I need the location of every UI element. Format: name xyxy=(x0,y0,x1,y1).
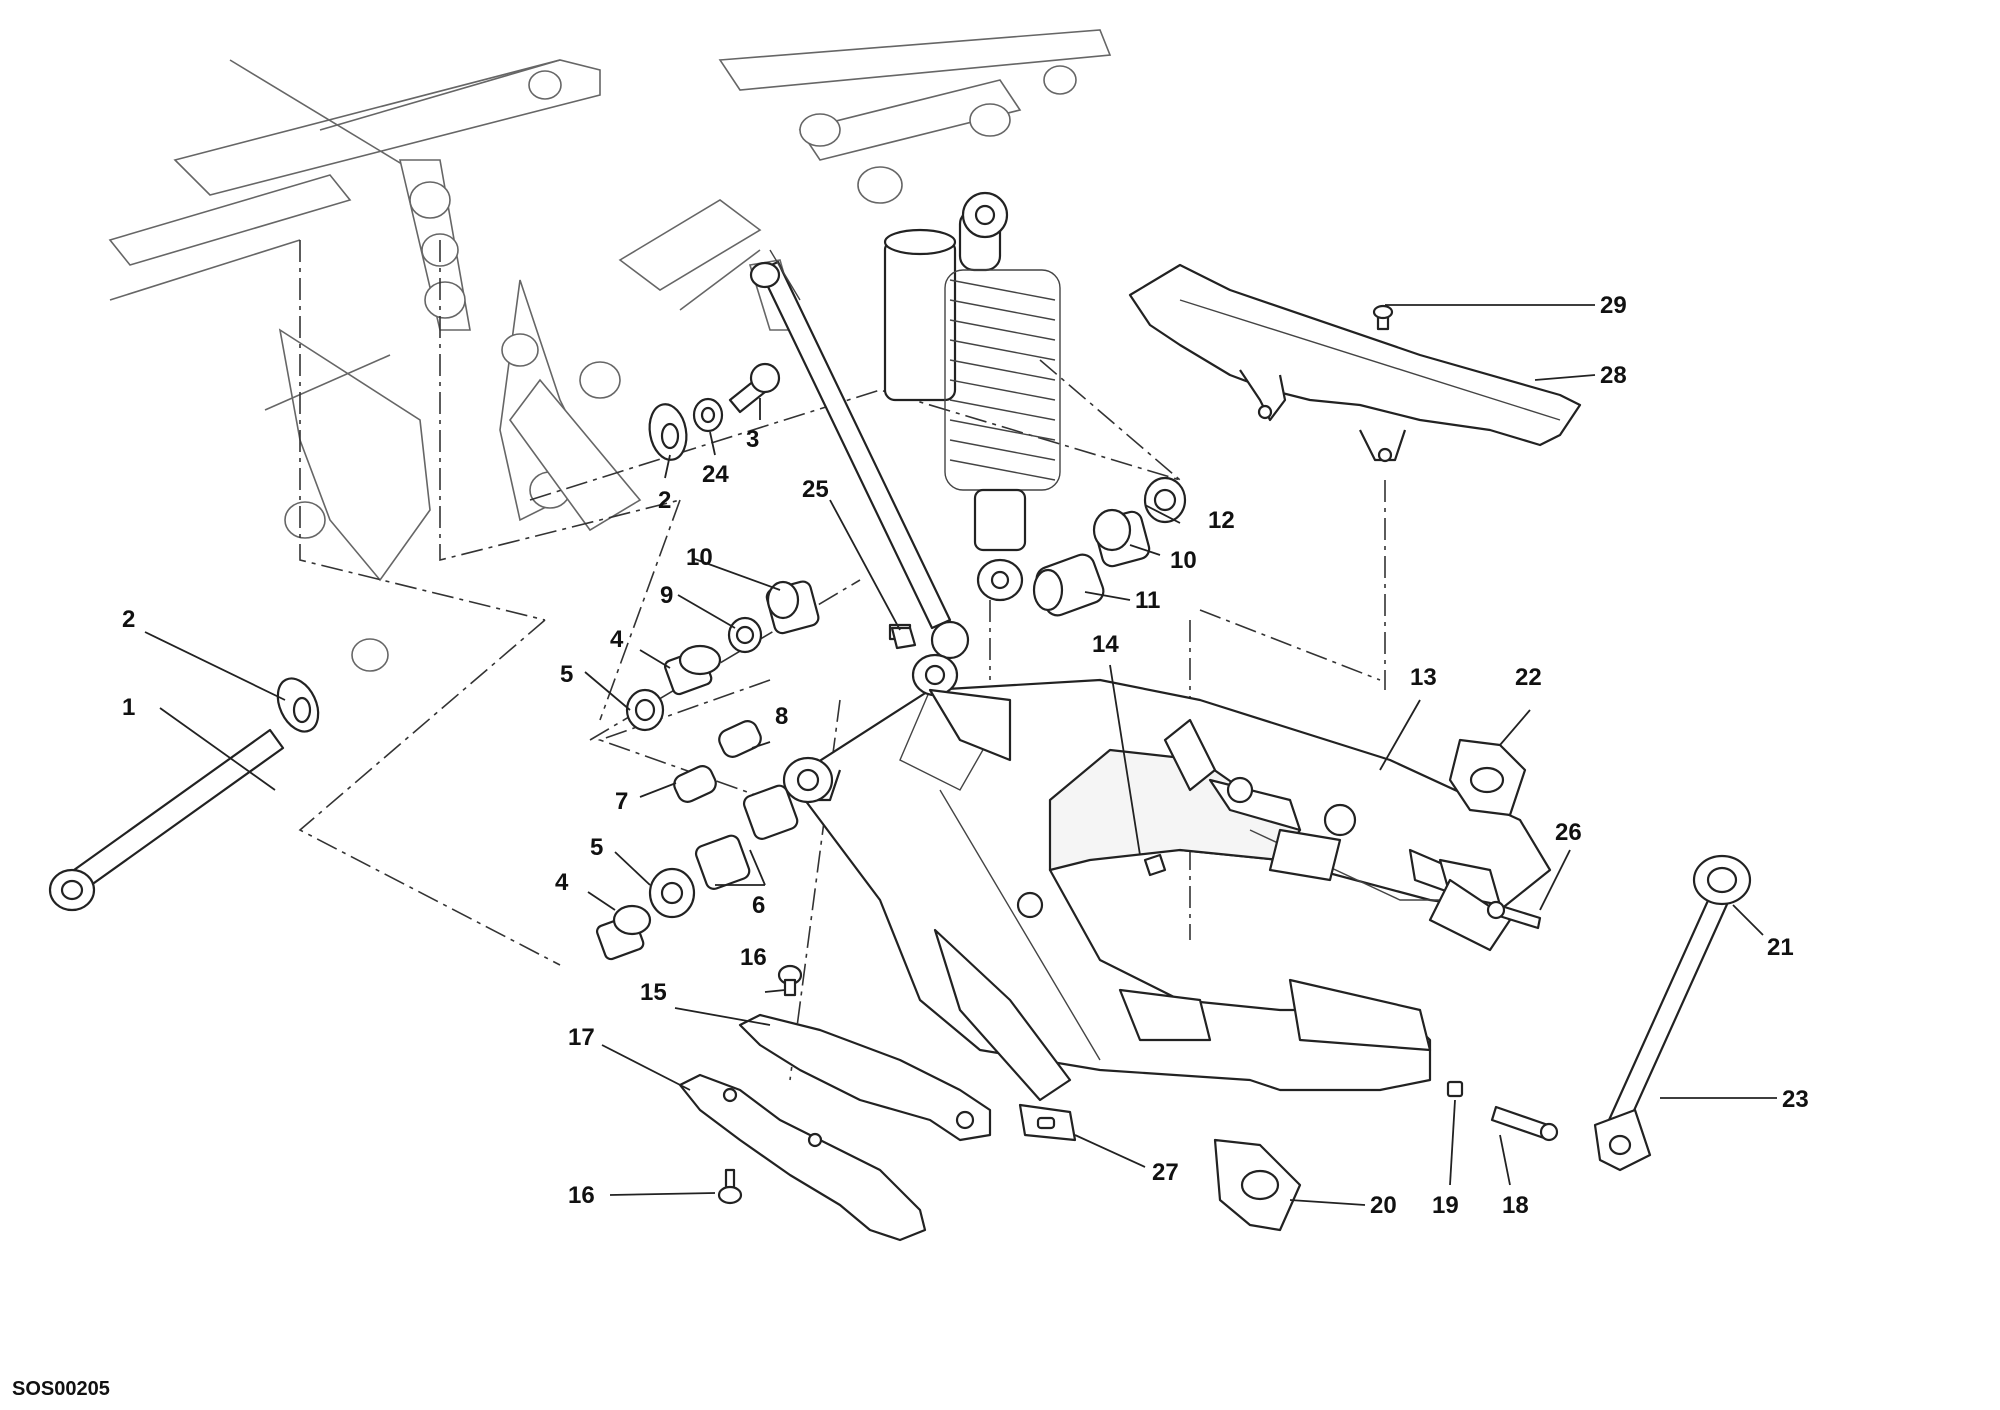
chain-slider-lower xyxy=(678,1073,927,1242)
chain-guard xyxy=(1128,263,1582,463)
callout-labels: 1 2 2 3 4 4 5 5 6 7 8 9 10 10 11 12 13 1… xyxy=(122,292,1809,1219)
leader-lines xyxy=(144,304,1777,1206)
callout-15: 15 xyxy=(640,979,667,1006)
callout-27: 27 xyxy=(1152,1159,1179,1186)
callout-5-upper: 5 xyxy=(560,661,573,688)
tie-rod xyxy=(749,249,970,660)
callout-10-right: 10 xyxy=(1170,547,1197,574)
callout-28: 28 xyxy=(1600,362,1627,389)
callout-17: 17 xyxy=(568,1024,595,1051)
callout-16-upper: 16 xyxy=(740,944,767,971)
callout-12: 12 xyxy=(1208,507,1235,534)
callout-1: 1 xyxy=(122,694,135,721)
bushings xyxy=(276,362,1187,961)
chain-slider-upper xyxy=(738,1013,992,1142)
callout-20: 20 xyxy=(1370,1192,1397,1219)
callout-26: 26 xyxy=(1555,819,1582,846)
callout-5-lower: 5 xyxy=(590,834,603,861)
callout-3: 3 xyxy=(746,426,759,453)
small-parts xyxy=(717,304,1559,1232)
callout-22: 22 xyxy=(1515,664,1542,691)
callout-4-upper: 4 xyxy=(610,626,624,653)
callout-11: 11 xyxy=(1135,587,1160,614)
callout-13: 13 xyxy=(1410,664,1437,691)
callout-2-upper: 2 xyxy=(658,487,671,514)
shock-spring xyxy=(944,269,1061,491)
callout-21: 21 xyxy=(1767,934,1794,961)
callout-14: 14 xyxy=(1092,631,1119,658)
frame-drawing xyxy=(108,29,1112,672)
callout-6: 6 xyxy=(752,892,765,919)
callout-19: 19 xyxy=(1432,1192,1459,1219)
rear-shock-absorber xyxy=(883,191,1061,602)
drawing-code: SOS00205 xyxy=(12,1378,110,1400)
swingarm xyxy=(782,653,1552,1102)
callout-18: 18 xyxy=(1502,1192,1529,1219)
rear-wheel-axle xyxy=(1593,854,1752,1172)
swingarm-pivot-shaft xyxy=(48,728,285,912)
callout-23: 23 xyxy=(1782,1086,1809,1113)
callout-9: 9 xyxy=(660,582,673,609)
callout-24: 24 xyxy=(702,461,729,488)
callout-29: 29 xyxy=(1600,292,1627,319)
callout-4-lower: 4 xyxy=(555,869,569,896)
callout-2-left: 2 xyxy=(122,606,135,633)
callout-7: 7 xyxy=(615,788,628,815)
callout-25: 25 xyxy=(802,476,829,503)
callout-10-upper: 10 xyxy=(686,544,713,571)
callout-16-lower: 16 xyxy=(568,1182,595,1209)
callout-8: 8 xyxy=(775,703,788,730)
